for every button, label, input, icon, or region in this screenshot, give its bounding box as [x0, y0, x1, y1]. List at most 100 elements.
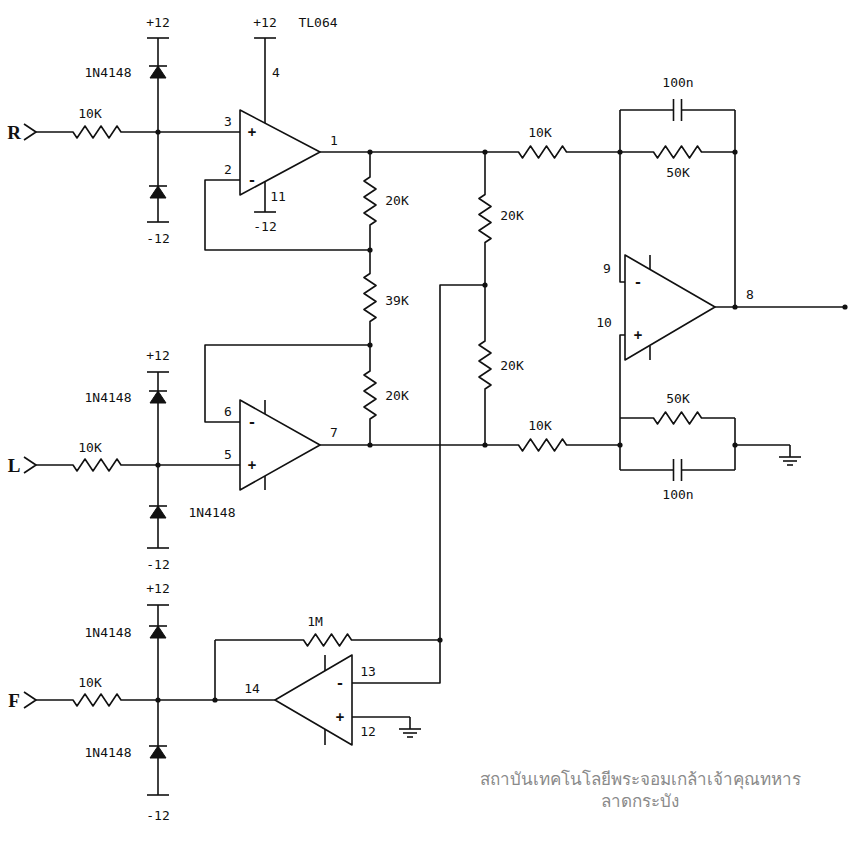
junction-dot — [367, 149, 372, 154]
pin-number: 7 — [329, 426, 339, 439]
supply-label: -12 — [252, 220, 277, 233]
capacitor-symbol — [682, 469, 736, 471]
polarity-sign: + — [335, 710, 345, 724]
pin-number: 12 — [359, 725, 377, 738]
wire — [157, 372, 159, 465]
signal-name: R — [6, 123, 22, 142]
value-label: 39K — [384, 294, 409, 307]
wire — [580, 151, 620, 153]
diode-symbol — [150, 186, 166, 198]
wire — [580, 335, 625, 445]
input-terminal — [24, 692, 36, 708]
pin-number: 11 — [269, 190, 287, 203]
diode-symbol — [149, 65, 167, 67]
junction-dot — [155, 697, 160, 702]
wire — [214, 640, 216, 700]
wire — [735, 444, 790, 446]
opamp-symbol — [240, 110, 320, 195]
supply-label: +12 — [145, 582, 170, 595]
input-terminal — [24, 457, 36, 473]
value-label: 20K — [384, 389, 409, 402]
polarity-sign: - — [335, 676, 345, 690]
junction-dot — [482, 442, 487, 447]
value-label: 20K — [384, 194, 409, 207]
pin-number: 1 — [329, 134, 339, 147]
junction-dot — [482, 282, 487, 287]
resistor-symbol — [479, 152, 491, 285]
junction-dot — [842, 304, 847, 309]
supply-rail — [147, 221, 169, 223]
value-label: 1M — [306, 615, 324, 628]
diode-symbol — [150, 746, 166, 758]
pin-number: 9 — [602, 262, 612, 275]
wire — [619, 445, 621, 470]
wire — [324, 655, 326, 671]
wire — [264, 400, 266, 414]
supply-label: -12 — [145, 809, 170, 822]
wire — [205, 345, 370, 422]
capacitor-symbol — [682, 109, 736, 111]
supply-label: +12 — [145, 16, 170, 29]
supply-label: +12 — [145, 349, 170, 362]
capacitor-symbol — [673, 459, 675, 481]
pin-number: 6 — [223, 405, 233, 418]
polarity-sign: - — [247, 415, 257, 429]
supply-rail — [254, 211, 276, 213]
wire — [734, 110, 736, 307]
capacitor-symbol — [620, 109, 674, 111]
wire — [157, 605, 159, 700]
wire — [620, 110, 625, 282]
wire — [205, 180, 370, 250]
supply-label: -12 — [145, 232, 170, 245]
junction-dot — [732, 304, 737, 309]
polarity-sign: + — [633, 328, 643, 342]
wire — [649, 255, 651, 269]
ground-symbol — [783, 460, 797, 462]
capacitor-symbol — [681, 99, 683, 121]
diode-symbol — [150, 391, 166, 403]
wire — [158, 131, 240, 133]
diode-symbol — [149, 185, 167, 187]
wire — [158, 464, 240, 466]
resistor-symbol — [364, 250, 376, 345]
junction-dot — [732, 149, 737, 154]
wire — [352, 716, 410, 718]
diode-symbol — [149, 625, 167, 627]
resistor-symbol — [364, 345, 376, 445]
wire — [157, 132, 159, 222]
polarity-sign: - — [633, 275, 643, 289]
capacitor-symbol — [673, 99, 675, 121]
resistor-symbol — [620, 146, 735, 158]
supply-label: -12 — [145, 558, 170, 571]
part-label: 1N4148 — [84, 66, 133, 79]
ground-symbol — [409, 717, 411, 729]
ground-symbol — [403, 732, 417, 734]
supply-rail — [254, 37, 276, 39]
ground-symbol — [779, 456, 801, 458]
resistor-symbol — [36, 126, 158, 138]
signal-name: F — [7, 691, 21, 710]
wire — [649, 346, 651, 360]
diode-symbol — [149, 745, 167, 747]
supply-label: +12 — [252, 16, 277, 29]
value-label: 50K — [665, 392, 690, 405]
diode-symbol — [150, 66, 166, 78]
watermark: สถาบันเทคโนโลยีพระจอมเกล้าเจ้าคุณทหารลาด… — [449, 768, 831, 812]
resistor-symbol — [215, 634, 440, 646]
junction-dot — [482, 149, 487, 154]
polarity-sign: - — [247, 173, 257, 187]
supply-rail — [147, 371, 169, 373]
ground-symbol — [787, 464, 793, 466]
diode-symbol — [150, 506, 166, 518]
junction-dot — [367, 247, 372, 252]
wire — [157, 38, 159, 132]
junction-dot — [155, 129, 160, 134]
supply-rail — [147, 604, 169, 606]
part-label: TL064 — [297, 16, 338, 29]
junction-dot — [212, 697, 217, 702]
part-label: 1N4148 — [84, 626, 133, 639]
value-label: 10K — [527, 126, 552, 139]
